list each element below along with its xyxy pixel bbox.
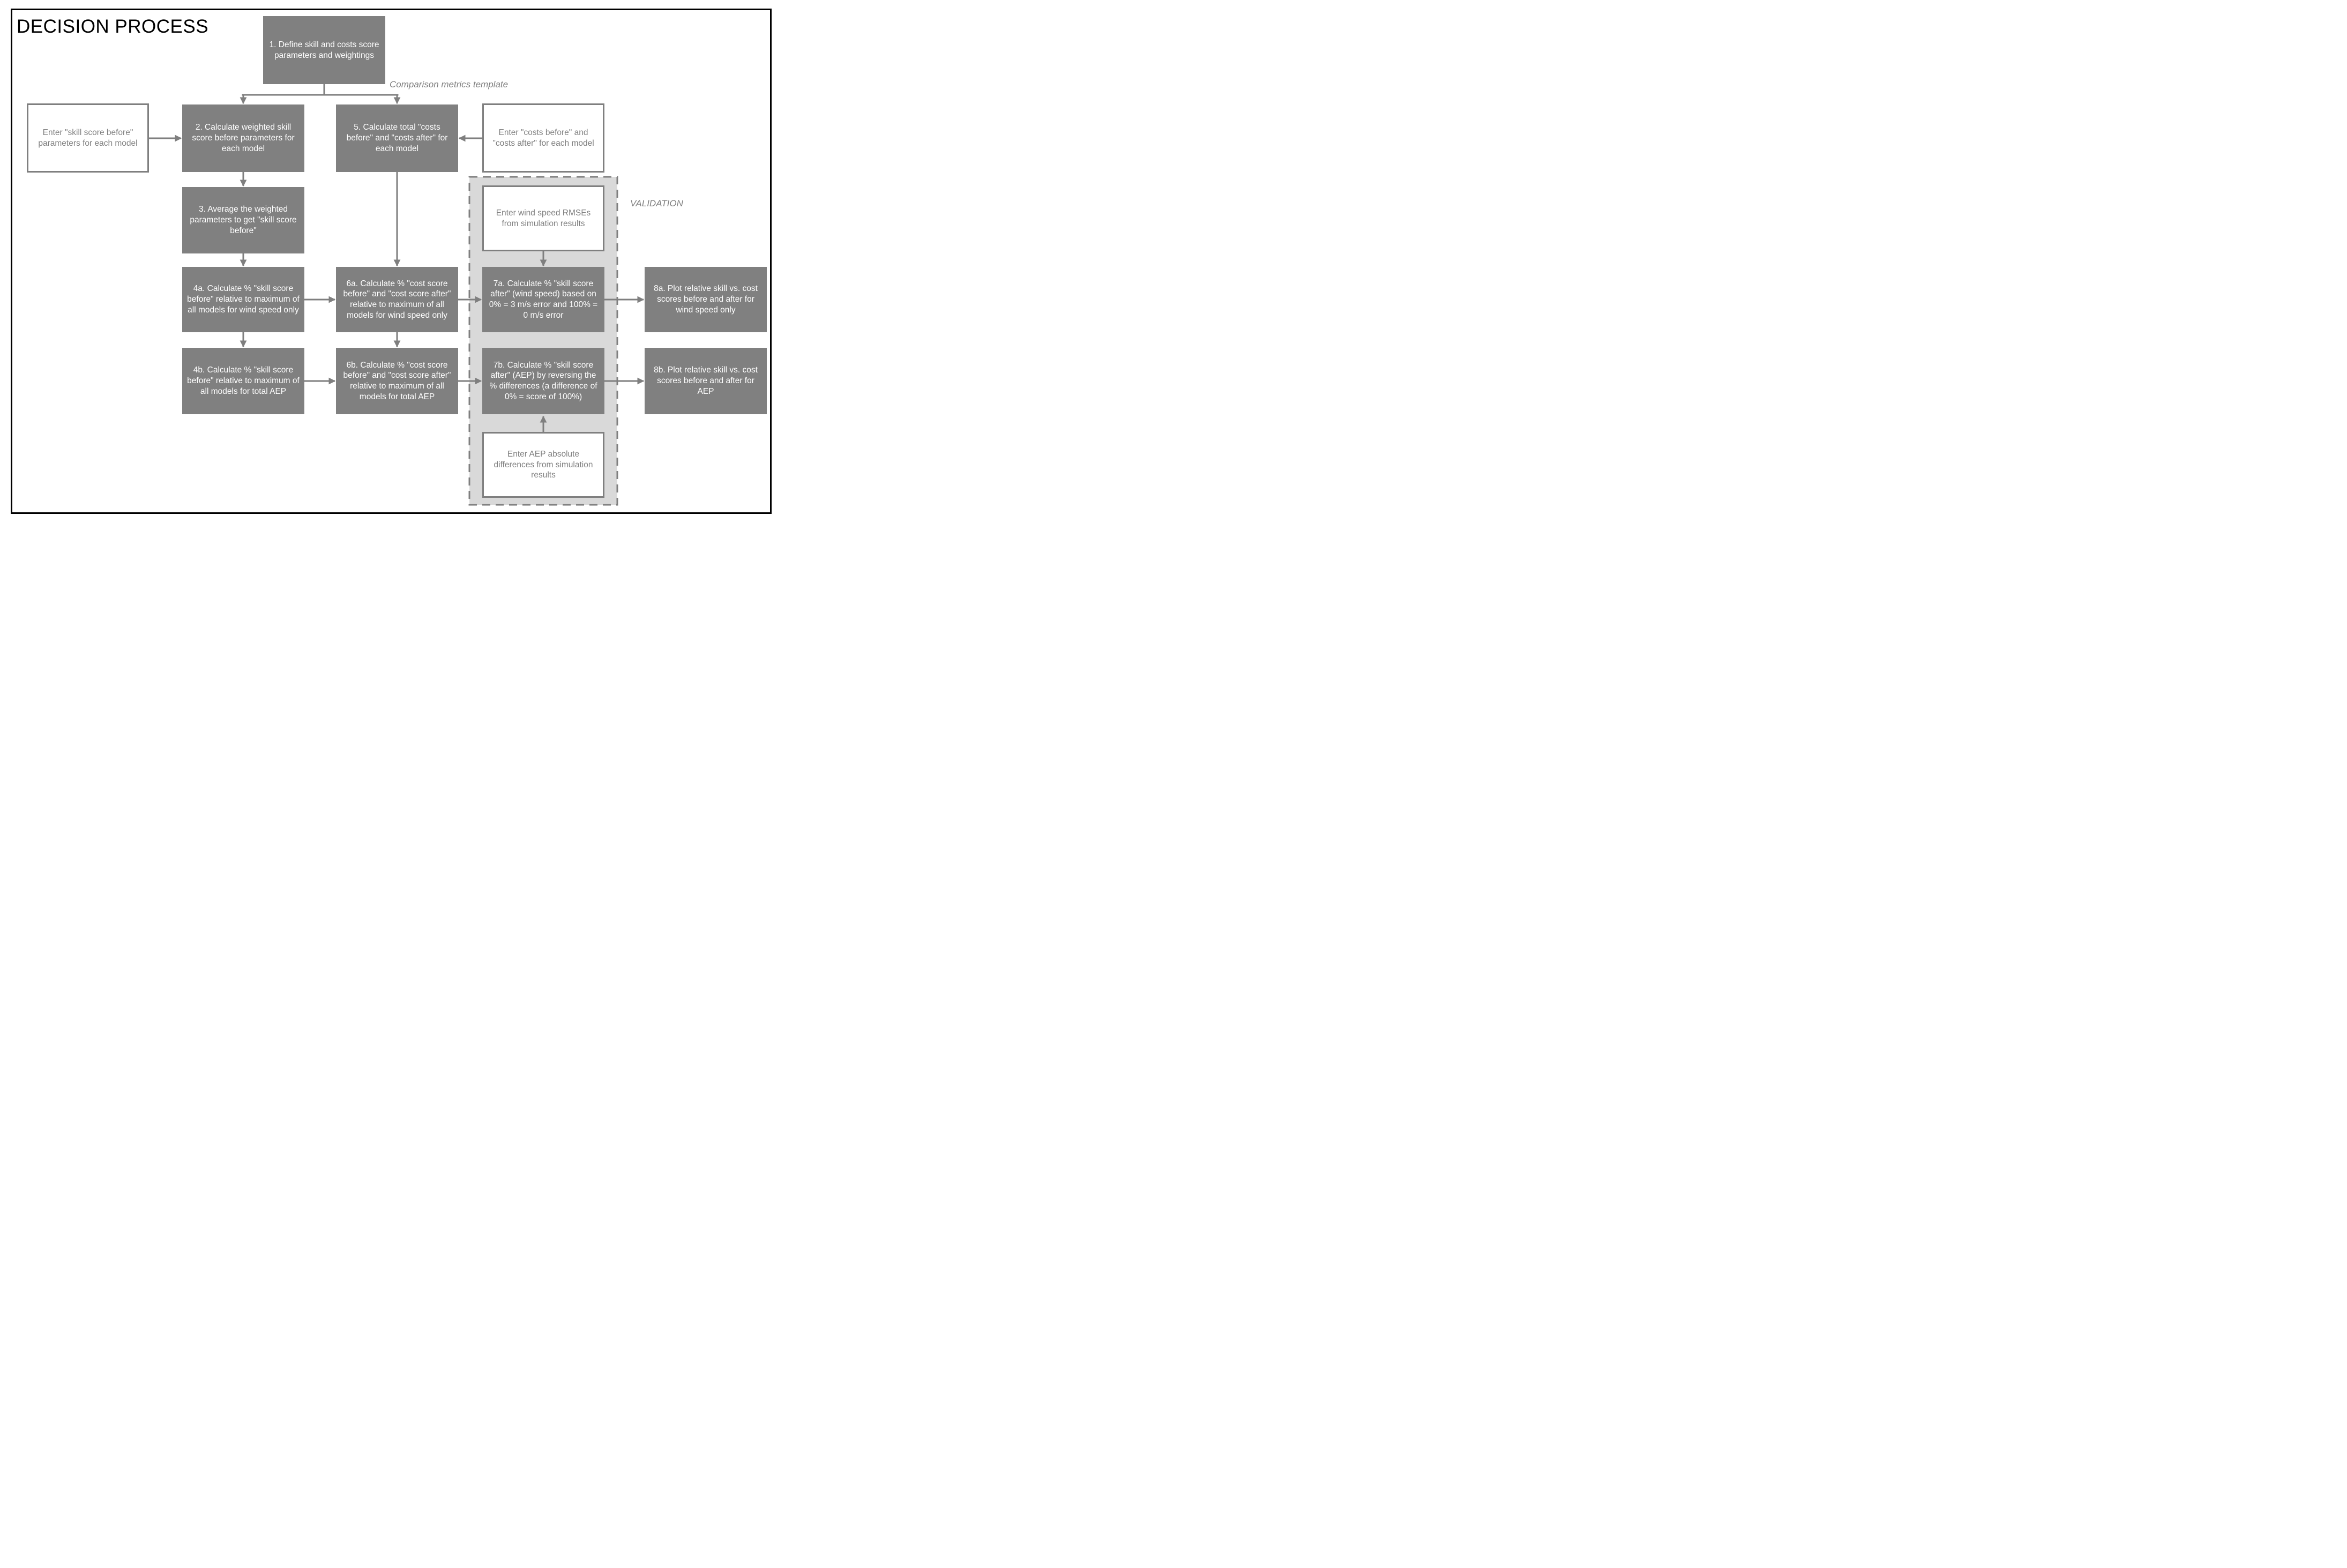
input-aep-diff-box: Enter AEP absolute differences from simu… <box>482 432 604 498</box>
step5-box: 5. Calculate total "costs before" and "c… <box>336 104 458 172</box>
input-wind-rmse-box: Enter wind speed RMSEs from simulation r… <box>482 185 604 251</box>
step1-box: 1. Define skill and costs score paramete… <box>263 16 385 84</box>
validation-label: VALIDATION <box>630 198 683 208</box>
step7a-box: 7a. Calculate % "skill score after" (win… <box>482 267 604 332</box>
step4b-box: 4b. Calculate % "skill score before" rel… <box>182 348 304 414</box>
page-title: DECISION PROCESS <box>17 16 209 37</box>
flow-connectors <box>149 83 645 506</box>
decision-process-diagram: DECISION PROCESS Comparison metrics temp… <box>0 0 782 522</box>
input-costs-box: Enter "costs before" and "costs after" f… <box>482 103 604 173</box>
input-skill-score-box: Enter "skill score before" parameters fo… <box>27 103 149 173</box>
step8a-box: 8a. Plot relative skill vs. cost scores … <box>645 267 767 332</box>
step6a-box: 6a. Calculate % "cost score before" and … <box>336 267 458 332</box>
step2-box: 2. Calculate weighted skill score before… <box>182 104 304 172</box>
connector-split-step1 <box>242 83 399 96</box>
comparison-metrics-label: Comparison metrics template <box>390 79 509 89</box>
step3-box: 3. Average the weighted parameters to ge… <box>182 187 304 253</box>
step4a-box: 4a. Calculate % "skill score before" rel… <box>182 267 304 332</box>
step7b-box: 7b. Calculate % "skill score after" (AEP… <box>482 348 604 414</box>
step6b-box: 6b. Calculate % "cost score before" and … <box>336 348 458 414</box>
step8b-box: 8b. Plot relative skill vs. cost scores … <box>645 348 767 414</box>
